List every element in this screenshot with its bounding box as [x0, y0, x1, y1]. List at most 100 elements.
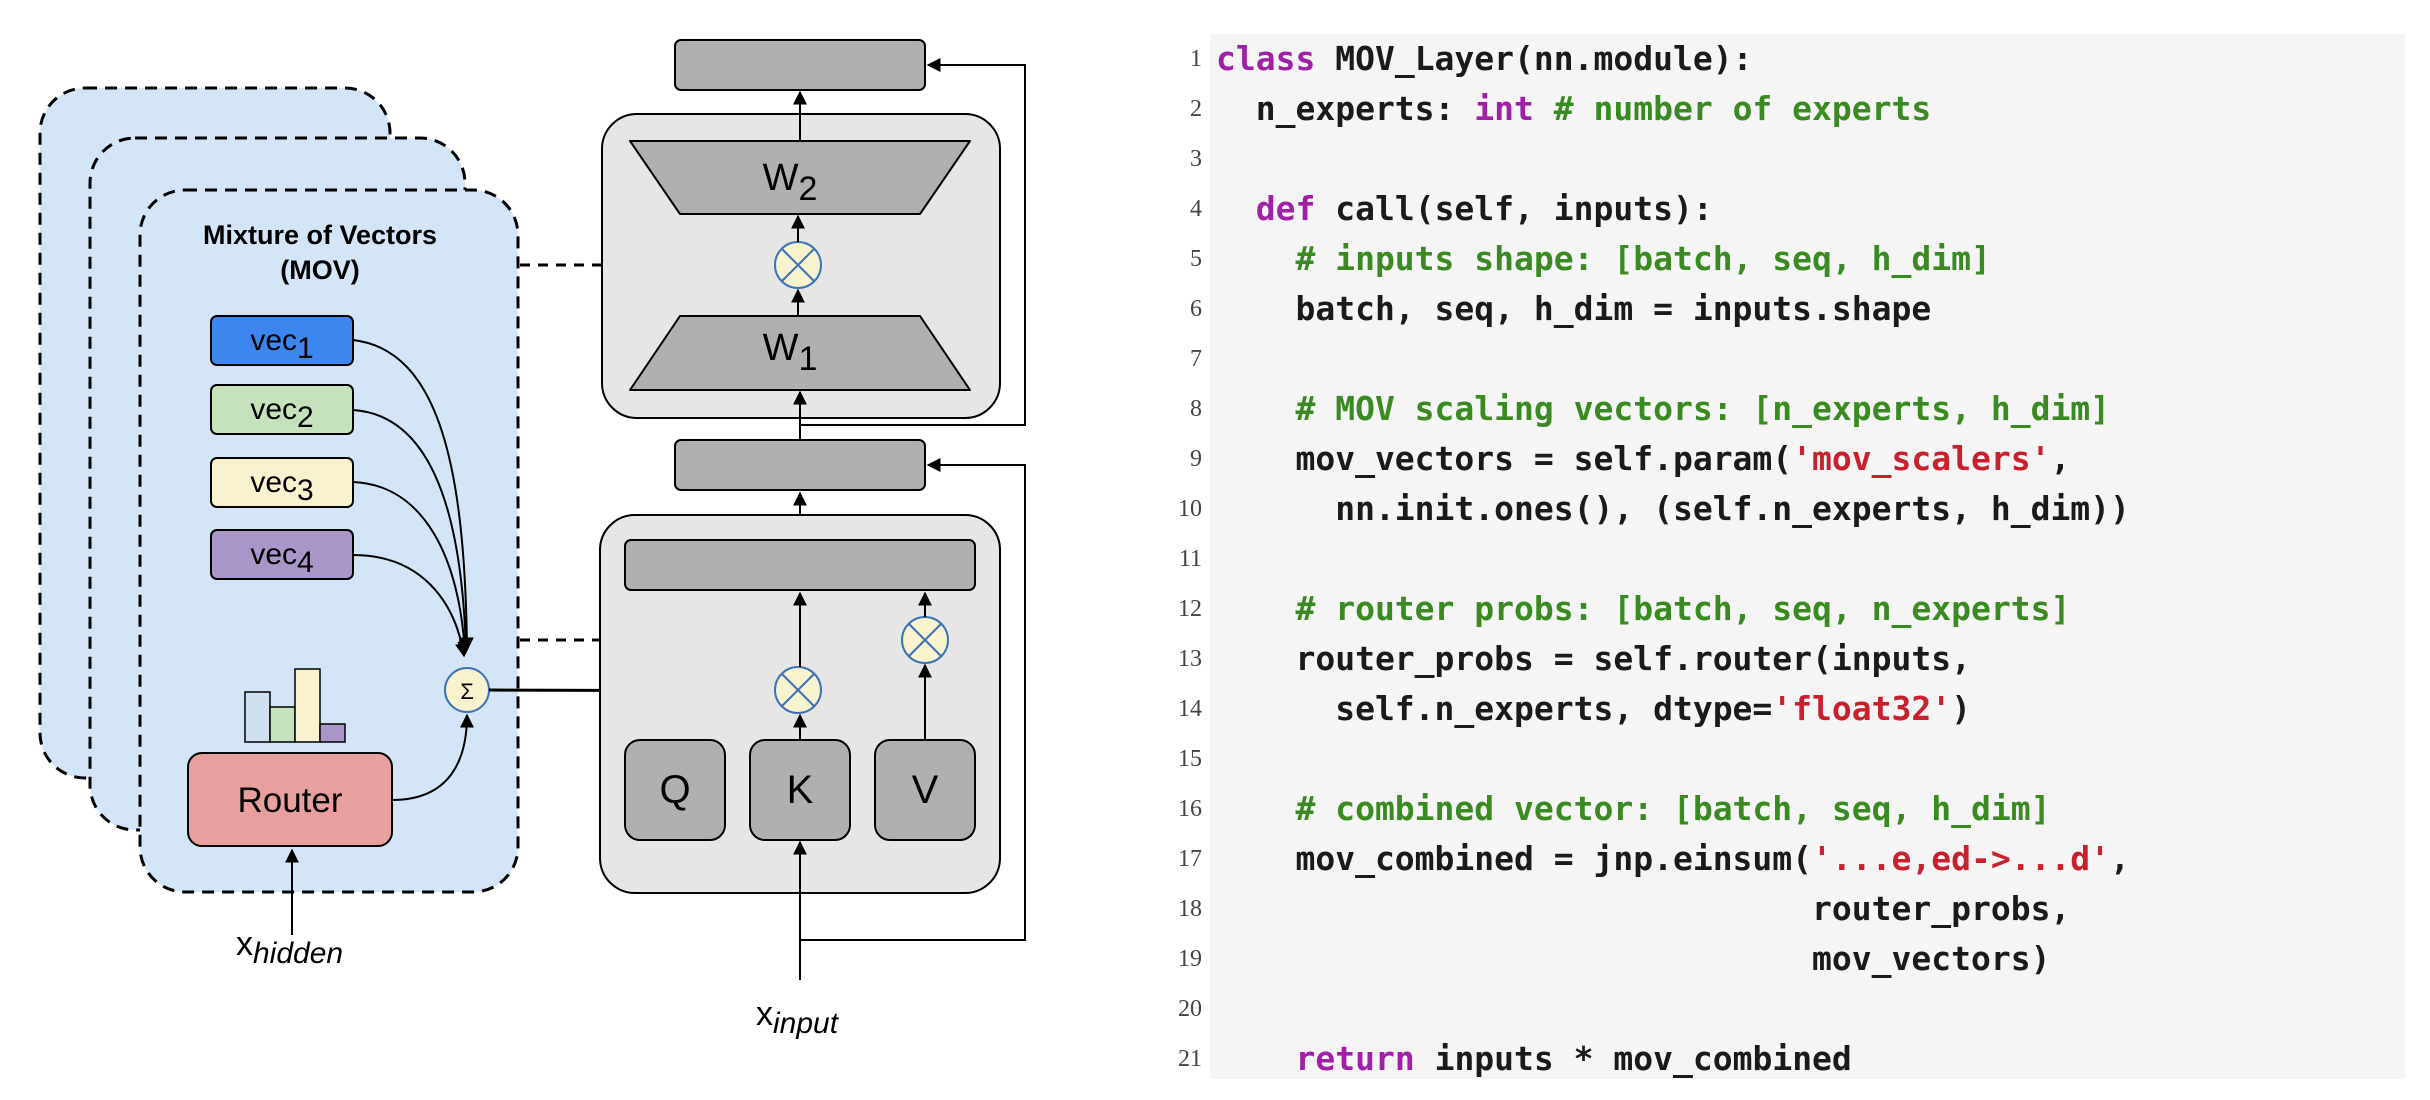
- code-text: # combined vector: [batch, seq, h_dim]: [1216, 784, 2050, 834]
- code-line: 20: [1178, 984, 2405, 1034]
- attention-residual-line: [800, 458, 1026, 941]
- code-token: mov_combined = jnp.einsum(: [1216, 839, 1813, 878]
- vec-4-to-sum-line: [352, 554, 469, 658]
- code-token: mov_vectors): [1216, 939, 2051, 978]
- code-token: call(self, inputs):: [1315, 189, 1713, 228]
- code-token: 'mov_scalers': [1792, 439, 2051, 478]
- router-label: Router: [237, 781, 342, 820]
- sum-icon: Σ: [460, 679, 474, 704]
- x-input-label: xinput: [756, 995, 840, 1040]
- code-line: 9 mov_vectors = self.param('mov_scalers'…: [1190, 434, 2405, 484]
- code-token: router_probs,: [1216, 889, 2071, 928]
- line-number: 2: [1190, 96, 1202, 122]
- code-line: 14 self.n_experts, dtype='float32'): [1178, 684, 2405, 734]
- histogram-bar-1: [244, 691, 271, 743]
- code-line: 11: [1179, 534, 2405, 584]
- line-number: 9: [1190, 446, 1202, 472]
- histogram-bar-2: [269, 706, 296, 743]
- code-token: ): [1951, 689, 1971, 728]
- code-text: # router probs: [batch, seq, n_experts]: [1216, 584, 2070, 634]
- code-line: 19 mov_vectors): [1178, 934, 2405, 984]
- line-number: 6: [1190, 296, 1202, 322]
- line-number: 19: [1178, 946, 1202, 972]
- code-text: batch, seq, h_dim = inputs.shape: [1216, 284, 1931, 334]
- code-token: def: [1255, 189, 1316, 228]
- line-number: 21: [1178, 1046, 1202, 1072]
- line-number: 10: [1178, 496, 1202, 522]
- histogram-bar-4: [319, 723, 346, 743]
- line-number: 11: [1178, 546, 1202, 572]
- code-token: [1216, 189, 1256, 228]
- code-token: # combined vector: [batch, seq, h_dim]: [1216, 789, 2051, 828]
- code-token: int: [1474, 89, 1534, 128]
- attention-bar: [624, 539, 976, 591]
- line-number: 17: [1178, 846, 1202, 872]
- w1-label: W1: [763, 327, 818, 378]
- vec-4-label: vec4: [250, 538, 313, 579]
- code-token: nn.init.ones(), (self.n_experts, h_dim)): [1216, 489, 2130, 528]
- line-number: 12: [1178, 596, 1202, 622]
- q-label: Q: [659, 768, 690, 812]
- code-token: 'float32': [1772, 689, 1952, 728]
- histogram-bar-3: [294, 668, 321, 743]
- code-token: ,: [2110, 839, 2130, 878]
- code-token: MOV_Layer(nn.module):: [1335, 39, 1753, 78]
- w2-trapezoid: [629, 140, 971, 215]
- code-token: # router probs: [batch, seq, n_experts]: [1216, 589, 2071, 628]
- code-line: 6 batch, seq, h_dim = inputs.shape: [1190, 284, 2405, 334]
- code-text: return inputs * mov_combined: [1216, 1034, 1851, 1084]
- code-text: n_experts: int # number of experts: [1216, 84, 1932, 134]
- x-hidden-label: xhidden: [236, 925, 343, 970]
- code-token: # number of experts: [1533, 89, 1932, 128]
- code-token: '...e,ed->...d': [1812, 839, 2111, 878]
- w1-trapezoid: [629, 315, 971, 391]
- ffn-mult-icon-cross: [781, 248, 815, 282]
- code-token: self.n_experts, dtype=: [1216, 689, 1773, 728]
- code-line: 8 # MOV scaling vectors: [n_experts, h_d…: [1190, 384, 2405, 434]
- code-token: router_probs = self.router(inputs,: [1216, 639, 1971, 678]
- code-line: 17 mov_combined = jnp.einsum('...e,ed->.…: [1178, 834, 2405, 884]
- code-line: 18 router_probs,: [1178, 884, 2405, 934]
- code-line: 16 # combined vector: [batch, seq, h_dim…: [1178, 784, 2405, 834]
- q-box: [624, 739, 726, 841]
- line-number: 7: [1190, 346, 1202, 372]
- v-mult-icon-cross: [908, 623, 942, 657]
- code-line: 10 nn.init.ones(), (self.n_experts, h_di…: [1178, 484, 2405, 534]
- code-token: # inputs shape: [batch, seq, h_dim]: [1216, 239, 1991, 278]
- code-text: self.n_experts, dtype='float32'): [1216, 684, 1971, 734]
- line-number: 15: [1178, 746, 1202, 772]
- vec-1-label: vec1: [250, 324, 313, 365]
- vec-2-box: [210, 384, 354, 435]
- line-number: 14: [1178, 696, 1202, 722]
- line-number: 4: [1190, 196, 1202, 222]
- k-label: K: [787, 768, 814, 812]
- code-text: router_probs,: [1216, 884, 2070, 934]
- code-token: ,: [2050, 439, 2071, 478]
- code-text: router_probs = self.router(inputs,: [1216, 634, 1971, 684]
- line-number: 8: [1190, 396, 1202, 422]
- code-token: n_experts:: [1216, 89, 1475, 128]
- code-line: 2 n_experts: int # number of experts: [1190, 84, 2405, 134]
- router-to-sum-line: [391, 713, 474, 801]
- code-text: # MOV scaling vectors: [n_experts, h_dim…: [1216, 384, 2110, 434]
- code-token: # MOV scaling vectors: [n_experts, h_dim…: [1216, 389, 2111, 428]
- line-number: 20: [1178, 996, 1202, 1022]
- line-number: 5: [1190, 246, 1202, 272]
- attention-output-box: [674, 439, 926, 491]
- vec-2-label: vec2: [250, 393, 313, 434]
- code-line: 7: [1190, 334, 2405, 384]
- k-mult-icon-cross: [781, 673, 815, 707]
- line-number: 18: [1178, 896, 1202, 922]
- code-token: class: [1216, 39, 1336, 78]
- w2-label: W2: [763, 157, 818, 208]
- line-number: 16: [1178, 796, 1202, 822]
- line-number: 13: [1178, 646, 1202, 672]
- vec-3-to-sum-line: [352, 481, 472, 656]
- code-token: [1216, 1039, 1295, 1078]
- code-line: 15: [1178, 734, 2405, 784]
- code-text: mov_vectors): [1216, 934, 2050, 984]
- mov-title: Mixture of Vectors: [203, 220, 437, 250]
- mov-architecture-diagram: Mixture of Vectors (MOV) vec1 vec2 vec3 …: [38, 39, 1026, 1040]
